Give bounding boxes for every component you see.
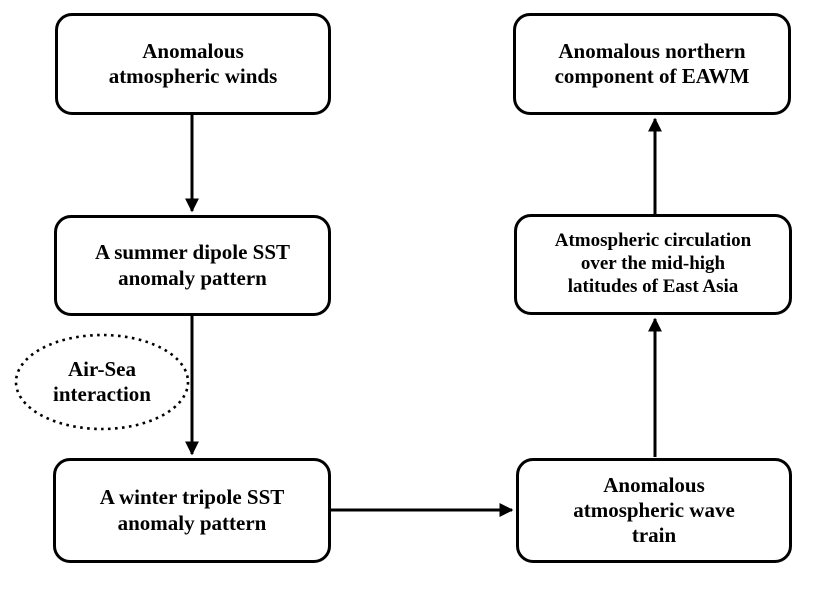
air-sea-interaction-label: Air-Sea interaction	[53, 356, 151, 406]
node-summer-dipole-sst: A summer dipole SST anomaly pattern	[54, 215, 331, 316]
air-sea-dotted-ellipse	[14, 333, 190, 431]
node-winter-tripole-sst: A winter tripole SST anomaly pattern	[53, 458, 331, 563]
node-eawm-northern-component: Anomalous northern component of EAWM	[513, 13, 791, 115]
node-atmospheric-wave-train: Anomalous atmospheric wave train	[516, 458, 792, 563]
node-atmospheric-circulation: Atmospheric circulation over the mid-hig…	[514, 214, 792, 315]
node-anomalous-winds: Anomalous atmospheric winds	[55, 13, 331, 115]
